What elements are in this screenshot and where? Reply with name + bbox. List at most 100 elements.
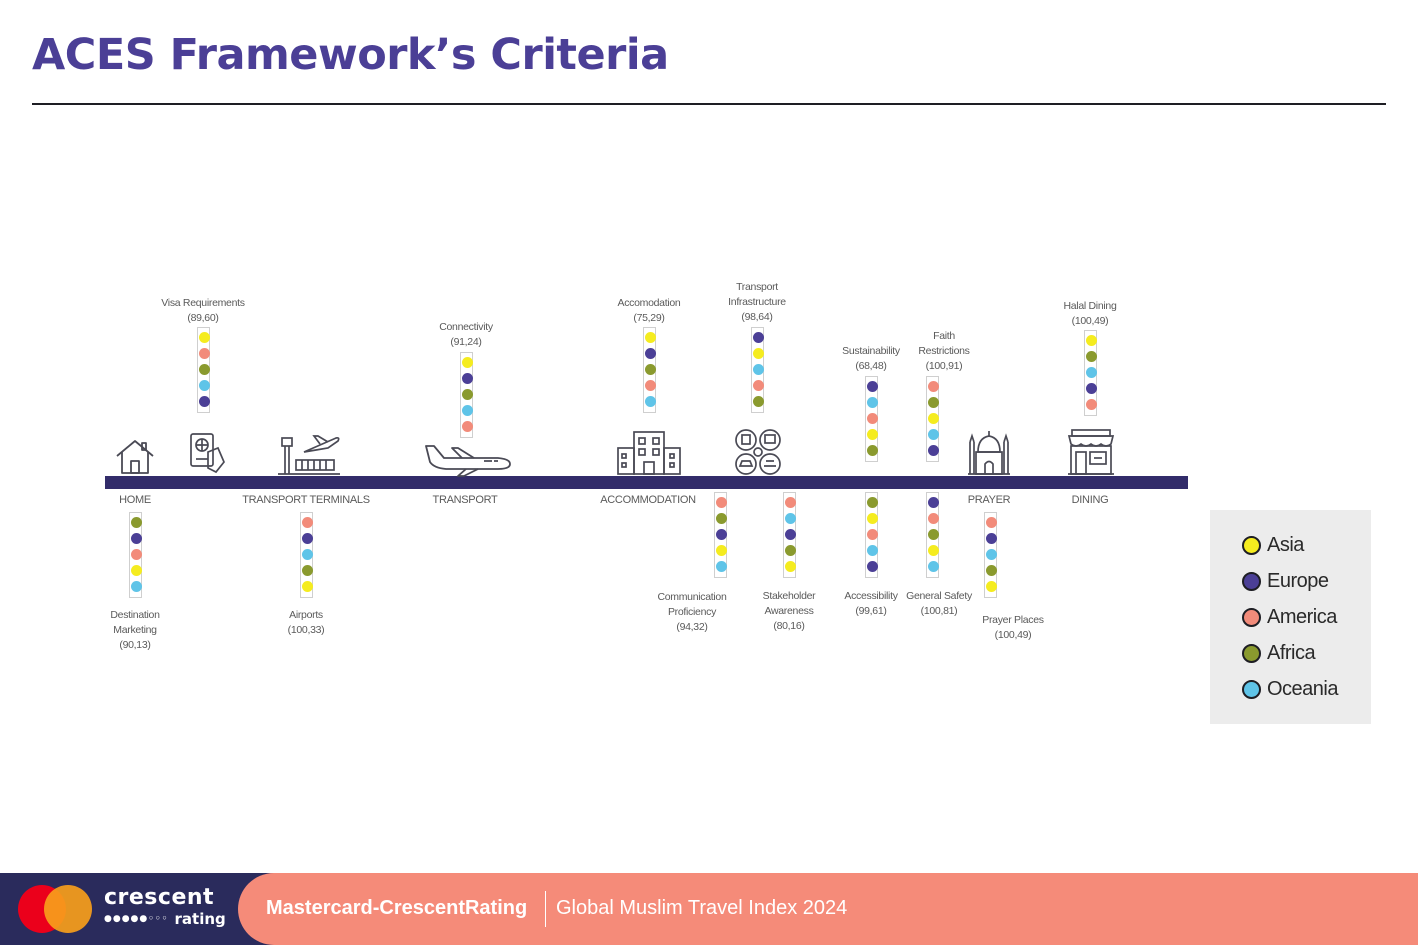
region-dot-europe xyxy=(866,381,878,392)
region-dot-oceania xyxy=(198,380,210,391)
legend-swatch-oceania xyxy=(1242,679,1261,699)
legend-label: Asia xyxy=(1267,533,1304,556)
region-dot-oceania xyxy=(644,396,656,407)
footer-banner: crescent ●●●●●◦◦◦ rating Mastercard-Cres… xyxy=(0,873,1418,945)
criterion-column-faith-restrictions xyxy=(925,376,939,462)
criterion-label-line: (100,33) xyxy=(287,624,325,636)
criterion-label-halal-dining: Halal Dining(100,49) xyxy=(1030,299,1150,329)
criterion-label-visa-requirements: Visa Requirements (89,60) xyxy=(143,296,263,326)
region-dot-europe xyxy=(715,529,727,540)
criterion-label-line: General Safety xyxy=(906,590,972,602)
criterion-label-accomodation: Accomodation (75,29) xyxy=(589,296,709,326)
region-dot-asia xyxy=(927,545,939,556)
footer-separator xyxy=(545,891,546,927)
region-dot-asia xyxy=(301,581,313,592)
region-dot-europe xyxy=(461,373,473,384)
region-dot-oceania xyxy=(927,429,939,440)
region-dot-america xyxy=(301,517,313,528)
criterion-label-accessibility: Accessibility(99,61) xyxy=(811,589,931,619)
stage-label-transport: TRANSPORT xyxy=(432,494,498,506)
criterion-column-accomodation xyxy=(642,327,656,413)
criterion-column-destination-marketing xyxy=(128,512,142,598)
stage-label-dining: DINING xyxy=(1071,494,1109,506)
passport-icon xyxy=(190,433,225,474)
criterion-label-line: (99,61) xyxy=(855,605,887,617)
airport-terminal-icon xyxy=(278,435,340,475)
region-dot-europe xyxy=(866,561,878,572)
page-title: ACES Framework’s Criteria xyxy=(32,30,669,80)
airplane-icon xyxy=(425,445,511,477)
stage-label-prayer: PRAYER xyxy=(967,494,1011,506)
criterion-label-line: (75,29) xyxy=(633,312,665,324)
region-dot-oceania xyxy=(985,549,997,560)
region-dot-america xyxy=(866,529,878,540)
region-dot-asia xyxy=(1085,335,1097,346)
region-dot-oceania xyxy=(784,513,796,524)
region-dot-europe xyxy=(198,396,210,407)
region-dot-asia xyxy=(927,413,939,424)
region-dot-america xyxy=(461,421,473,432)
criterion-label-line: Accomodation xyxy=(617,297,681,309)
criterion-label-line: Communication xyxy=(657,591,727,603)
title-divider xyxy=(32,103,1386,105)
criterion-label-line: (94,32) xyxy=(676,621,708,633)
criterion-label-line: (90,13) xyxy=(119,639,151,651)
criterion-column-connectivity xyxy=(459,352,473,438)
criterion-column-halal-dining xyxy=(1083,330,1097,416)
region-dot-oceania xyxy=(461,405,473,416)
region-dot-asia xyxy=(784,561,796,572)
criterion-label-general-safety: General Safety (100,81) xyxy=(879,589,999,619)
legend-label: Europe xyxy=(1267,569,1329,592)
criterion-label-line: Awareness xyxy=(764,605,814,617)
region-dot-europe xyxy=(784,529,796,540)
house-icon xyxy=(116,440,154,474)
hotel-building-icon xyxy=(617,431,681,475)
region-dot-asia xyxy=(752,348,764,359)
stage-label-transport-terminals: TRANSPORT TERMINALS xyxy=(242,494,370,506)
criterion-label-line: (89,60) xyxy=(187,312,219,324)
region-dot-europe xyxy=(301,533,313,544)
legend-swatch-europe xyxy=(1242,571,1261,591)
criterion-label-line: Destination xyxy=(110,609,160,621)
criterion-label-line: (98,64) xyxy=(741,311,773,323)
region-dot-oceania xyxy=(866,397,878,408)
region-dot-oceania xyxy=(130,581,142,592)
region-dot-america xyxy=(866,413,878,424)
footer-publisher: Mastercard-CrescentRating xyxy=(266,897,528,919)
criterion-label-line: Infrastructure xyxy=(728,296,786,308)
criterion-label-line: (100,81) xyxy=(920,605,958,617)
footer-title-panel xyxy=(238,873,1418,945)
region-dot-america xyxy=(1085,399,1097,410)
crescentrating-logo-bottom: ●●●●●◦◦◦ rating xyxy=(104,910,226,928)
legend-item-oceania: Oceania xyxy=(1242,677,1339,700)
criterion-label-line: (100,91) xyxy=(925,360,963,372)
region-dot-america xyxy=(784,497,796,508)
region-dot-asia xyxy=(198,332,210,343)
criterion-label-line: Airports xyxy=(289,609,323,621)
region-dot-europe xyxy=(927,497,939,508)
region-dot-asia xyxy=(461,357,473,368)
region-dot-europe xyxy=(927,445,939,456)
criterion-label-line: Visa Requirements xyxy=(161,297,245,309)
criterion-label-line: (91,24) xyxy=(450,336,482,348)
criterion-column-visa-requirements xyxy=(196,327,210,413)
criterion-column-stakeholder-awareness xyxy=(782,492,796,578)
criterion-column-communication-proficiency xyxy=(713,492,727,578)
region-dot-africa xyxy=(985,565,997,576)
stage-label-home: HOME xyxy=(119,494,151,506)
stage-label-accommodation: ACCOMMODATION xyxy=(600,494,696,506)
journey-timeline-bar xyxy=(105,476,1188,489)
region-dot-america xyxy=(198,348,210,359)
region-dot-asia xyxy=(715,545,727,556)
region-dot-asia xyxy=(644,332,656,343)
region-dot-america xyxy=(927,513,939,524)
region-dot-oceania xyxy=(866,545,878,556)
criterion-column-transport-infrastructure xyxy=(750,327,764,413)
region-dot-america xyxy=(644,380,656,391)
legend-label: Oceania xyxy=(1267,677,1339,700)
region-dot-america xyxy=(752,380,764,391)
